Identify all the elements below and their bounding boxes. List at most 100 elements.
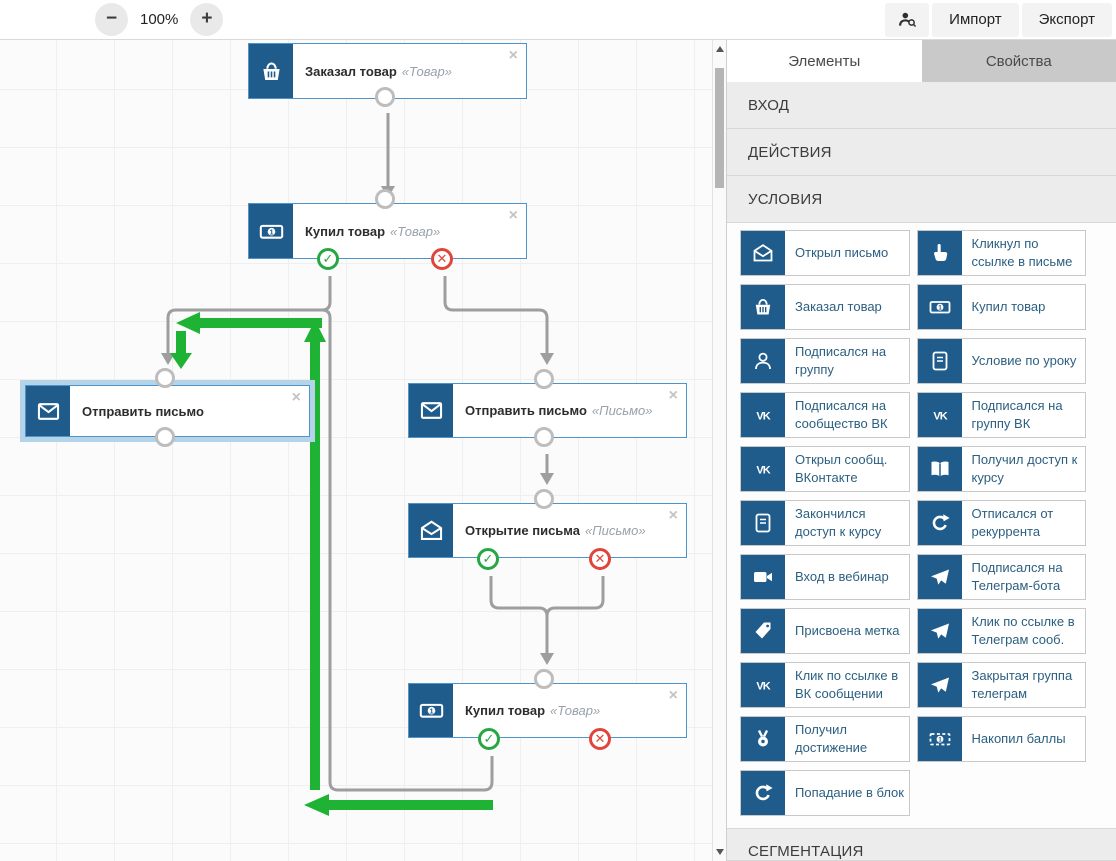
palette-item-course-access-ended[interactable]: Закончился доступ к курсу bbox=[740, 500, 910, 546]
node-purchased-product[interactable]: Купил товар «Товар» × bbox=[248, 203, 527, 259]
close-icon[interactable]: × bbox=[668, 687, 678, 704]
export-button[interactable]: Экспорт bbox=[1021, 2, 1112, 37]
cross-icon: ✕ bbox=[436, 251, 448, 267]
palette-item-closed-telegram-group[interactable]: Закрытая группа телеграм bbox=[916, 662, 1086, 708]
cross-icon: ✕ bbox=[594, 731, 606, 747]
conditions-palette: Открыл письмо Кликнул по ссылке в письме… bbox=[727, 223, 1116, 828]
cross-icon: ✕ bbox=[594, 551, 606, 567]
connector-port[interactable] bbox=[534, 489, 554, 509]
node-letter-opened[interactable]: Открытие письма «Письмо» × bbox=[408, 503, 687, 558]
palette-item-opened-letter[interactable]: Открыл письмо bbox=[740, 230, 910, 276]
palette-item-lesson-condition[interactable]: Условие по уроку bbox=[916, 338, 1086, 384]
palette-item-webinar-entry[interactable]: Вход в вебинар bbox=[740, 554, 910, 600]
zoom-out-button[interactable]: − bbox=[95, 3, 128, 36]
envelope-icon bbox=[409, 384, 453, 437]
palette-item-got-course-access[interactable]: Получил доступ к курсу bbox=[916, 446, 1086, 492]
connector-port[interactable] bbox=[534, 427, 554, 447]
vk-icon bbox=[741, 663, 785, 707]
user-search-button[interactable] bbox=[885, 2, 930, 37]
palette-item-subscribed-telegram-bot[interactable]: Подписался на Телеграм-бота bbox=[916, 554, 1086, 600]
refresh-icon bbox=[917, 501, 962, 545]
palette-item-got-achievement[interactable]: Получил достижение bbox=[740, 716, 910, 762]
close-icon[interactable]: × bbox=[508, 207, 518, 224]
node-title: Купил товар bbox=[465, 703, 546, 718]
failure-port[interactable]: ✕ bbox=[431, 248, 453, 270]
node-title: Отправить письмо bbox=[82, 403, 204, 419]
section-actions[interactable]: ДЕЙСТВИЯ bbox=[727, 129, 1116, 176]
section-input[interactable]: ВХОД bbox=[727, 82, 1116, 129]
tab-properties[interactable]: Свойства bbox=[921, 40, 1116, 82]
zoom-controls: − 100% + bbox=[95, 3, 224, 36]
banknote-icon bbox=[249, 204, 293, 258]
sidebar-tabs: Элементы Свойства bbox=[727, 40, 1116, 82]
node-subtitle: «Письмо» bbox=[584, 523, 646, 538]
lesson-icon bbox=[741, 501, 785, 545]
node-purchased-product-2[interactable]: Купил товар «Товар» × bbox=[408, 683, 687, 738]
import-button[interactable]: Импорт bbox=[932, 2, 1019, 37]
connector-port[interactable] bbox=[155, 427, 175, 447]
scroll-down-arrow[interactable] bbox=[716, 849, 724, 855]
banknote-icon bbox=[409, 684, 453, 737]
palette-item-subscribed-vk-group[interactable]: Подписался на группу ВК bbox=[916, 392, 1086, 438]
failure-port[interactable]: ✕ bbox=[589, 728, 611, 750]
canvas-scrollbar[interactable] bbox=[712, 40, 726, 861]
close-icon[interactable]: × bbox=[668, 387, 678, 404]
success-port[interactable]: ✓ bbox=[317, 248, 339, 270]
webinar-icon bbox=[741, 555, 785, 599]
lesson-icon bbox=[917, 339, 962, 383]
palette-item-entered-block[interactable]: Попадание в блок bbox=[740, 770, 910, 816]
refresh-icon bbox=[741, 771, 785, 815]
sidebar: Элементы Свойства ВХОД ДЕЙСТВИЯ УСЛОВИЯ … bbox=[726, 40, 1116, 861]
connector-port[interactable] bbox=[375, 87, 395, 107]
section-segmentation[interactable]: СЕГМЕНТАЦИЯ bbox=[727, 828, 1116, 861]
close-icon[interactable]: × bbox=[668, 507, 678, 524]
palette-item-clicked-link-telegram[interactable]: Клик по ссылке в Телеграм сооб. bbox=[916, 608, 1086, 654]
connector-arrowheads bbox=[161, 186, 554, 665]
basket-icon bbox=[741, 285, 785, 329]
section-conditions[interactable]: УСЛОВИЯ bbox=[727, 176, 1116, 223]
tab-elements[interactable]: Элементы bbox=[727, 40, 922, 82]
toolbar-actions: Импорт Экспорт bbox=[885, 2, 1116, 37]
check-icon: ✓ bbox=[482, 551, 494, 567]
palette-item-unsubscribed-recurrent[interactable]: Отписался от рекуррента bbox=[916, 500, 1086, 546]
success-port[interactable]: ✓ bbox=[477, 548, 499, 570]
success-port[interactable]: ✓ bbox=[478, 728, 500, 750]
envelope-open-icon bbox=[741, 231, 785, 275]
palette-item-subscribed-vk-community[interactable]: Подписался на сообщество ВК bbox=[740, 392, 910, 438]
close-icon[interactable]: × bbox=[291, 389, 301, 406]
node-title: Купил товар bbox=[305, 223, 386, 239]
palette-item-clicked-link-letter[interactable]: Кликнул по ссылке в письме bbox=[916, 230, 1086, 276]
vk-icon bbox=[917, 393, 962, 437]
zoom-level: 100% bbox=[140, 11, 179, 28]
scrollbar-thumb[interactable] bbox=[715, 68, 724, 188]
close-icon[interactable]: × bbox=[508, 47, 518, 64]
person-icon bbox=[741, 339, 785, 383]
node-title: Отправить письмо bbox=[465, 403, 587, 418]
palette-item-accumulated-points[interactable]: Накопил баллы bbox=[916, 716, 1086, 762]
top-toolbar: − 100% + Импорт Экспорт bbox=[0, 0, 1116, 40]
zoom-in-button[interactable]: + bbox=[190, 3, 224, 36]
palette-item-subscribed-group[interactable]: Подписался на группу bbox=[740, 338, 910, 384]
check-icon: ✓ bbox=[483, 731, 495, 747]
palette-item-purchased-product[interactable]: Купил товар bbox=[916, 284, 1086, 330]
open-book-icon bbox=[917, 447, 962, 491]
banknote-icon bbox=[917, 285, 962, 329]
tag-icon bbox=[741, 609, 785, 653]
palette-item-ordered-product[interactable]: Заказал товар bbox=[740, 284, 910, 330]
palette-item-clicked-link-vk[interactable]: Клик по ссылке в ВК сообщении bbox=[740, 662, 910, 708]
connector-port[interactable] bbox=[534, 669, 554, 689]
connector-port[interactable] bbox=[375, 189, 395, 209]
connector-port[interactable] bbox=[155, 368, 175, 388]
failure-port[interactable]: ✕ bbox=[589, 548, 611, 570]
palette-item-tag-assigned[interactable]: Присвоена метка bbox=[740, 608, 910, 654]
telegram-icon bbox=[917, 555, 962, 599]
user-search-icon bbox=[897, 9, 918, 30]
telegram-icon bbox=[917, 609, 962, 653]
connector-port[interactable] bbox=[534, 369, 554, 389]
palette-item-opened-vk-message[interactable]: Открыл сообщ. ВКонтакте bbox=[740, 446, 910, 492]
scroll-up-arrow[interactable] bbox=[716, 46, 724, 52]
medal-icon bbox=[741, 717, 785, 761]
banknote-dashed-icon bbox=[917, 717, 962, 761]
flow-canvas[interactable]: Заказал товар «Товар» × Купил товар «Тов… bbox=[0, 40, 712, 861]
node-subtitle: «Товар» bbox=[390, 223, 441, 239]
